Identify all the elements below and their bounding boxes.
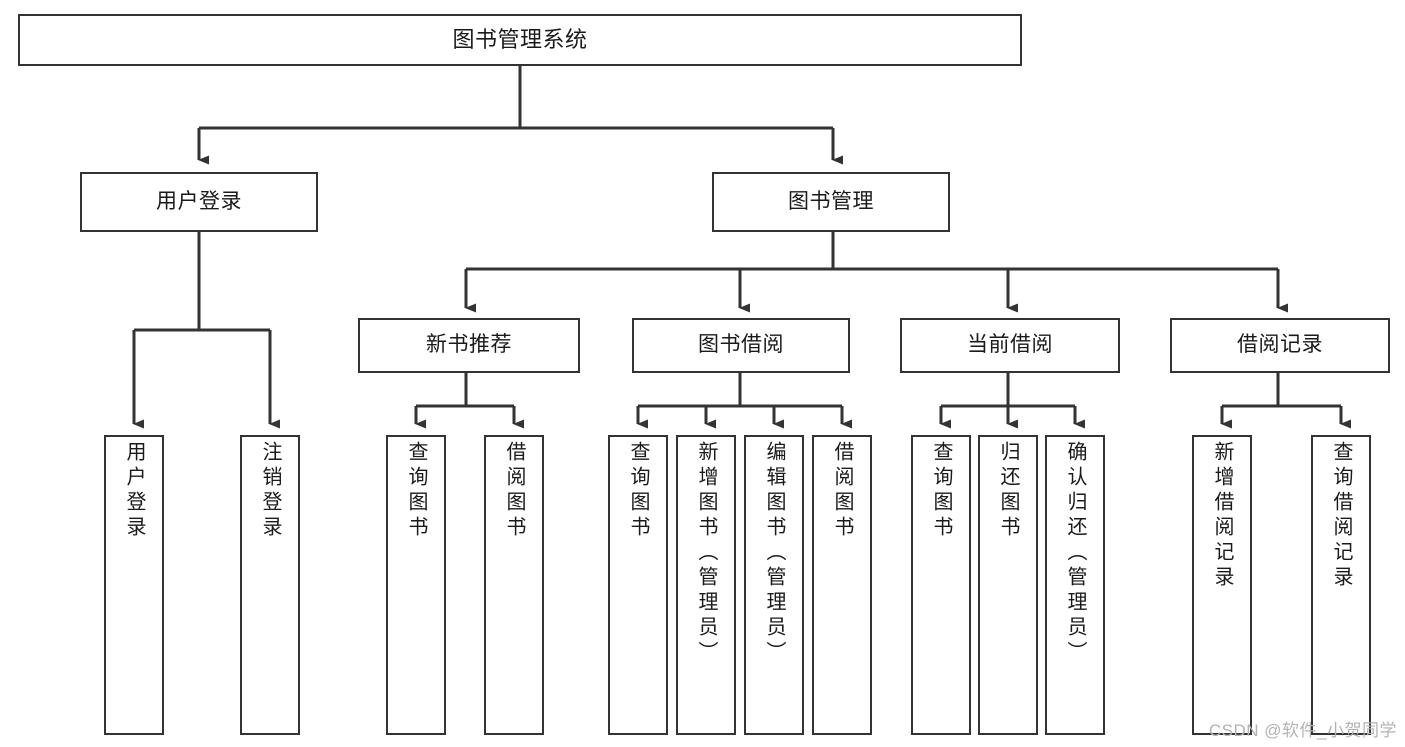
leaf-book-borrow-add-book-admin[interactable]: 新增图书（管理员）	[676, 435, 736, 735]
node-label: 当前借阅	[967, 333, 1053, 357]
node-label: 借阅图书	[503, 441, 525, 541]
leaf-borrow-record-add-record[interactable]: 新增借阅记录	[1192, 435, 1252, 735]
node-book-management[interactable]: 图书管理	[712, 172, 950, 232]
leaf-current-borrow-confirm-return-admin[interactable]: 确认归还（管理员）	[1045, 435, 1105, 735]
node-new-book-recommend[interactable]: 新书推荐	[358, 318, 580, 373]
node-label: 编辑图书（管理员）	[763, 441, 785, 666]
node-label: 注销登录	[259, 441, 281, 541]
csdn-watermark: CSDN @软件_小贺同学	[1208, 721, 1397, 740]
node-root-book-management-system[interactable]: 图书管理系统	[18, 14, 1022, 66]
leaf-borrow-record-query-record[interactable]: 查询借阅记录	[1311, 435, 1371, 735]
leaf-book-borrow-edit-book-admin[interactable]: 编辑图书（管理员）	[744, 435, 804, 735]
node-label: 图书管理	[788, 189, 874, 213]
leaf-new-book-borrow-book[interactable]: 借阅图书	[484, 435, 544, 735]
node-current-borrow[interactable]: 当前借阅	[900, 318, 1120, 373]
leaf-book-borrow-borrow-book[interactable]: 借阅图书	[812, 435, 872, 735]
leaf-user-login-logout[interactable]: 注销登录	[240, 435, 300, 735]
leaf-current-borrow-query-book[interactable]: 查询图书	[911, 435, 971, 735]
node-label: 确认归还（管理员）	[1064, 441, 1086, 666]
node-borrow-record[interactable]: 借阅记录	[1170, 318, 1390, 373]
node-label: 查询图书	[627, 441, 649, 541]
node-label: 查询图书	[405, 441, 427, 541]
node-label: 新增图书（管理员）	[695, 441, 717, 666]
node-book-borrow[interactable]: 图书借阅	[632, 318, 850, 373]
node-label: 图书借阅	[698, 333, 784, 357]
node-label: 图书管理系统	[452, 27, 588, 53]
node-label: 借阅记录	[1237, 333, 1323, 357]
node-label: 新书推荐	[426, 333, 512, 357]
leaf-new-book-query-book[interactable]: 查询图书	[386, 435, 446, 735]
node-label: 归还图书	[997, 441, 1019, 541]
leaf-user-login-login[interactable]: 用户登录	[104, 435, 164, 735]
node-label: 查询借阅记录	[1330, 441, 1352, 591]
node-label: 新增借阅记录	[1211, 441, 1233, 591]
node-label: 借阅图书	[831, 441, 853, 541]
node-user-login[interactable]: 用户登录	[80, 172, 318, 232]
node-label: 用户登录	[123, 441, 145, 541]
leaf-current-borrow-return-book[interactable]: 归还图书	[978, 435, 1038, 735]
node-label: 查询图书	[930, 441, 952, 541]
leaf-book-borrow-query-book[interactable]: 查询图书	[608, 435, 668, 735]
node-label: 用户登录	[156, 189, 242, 213]
